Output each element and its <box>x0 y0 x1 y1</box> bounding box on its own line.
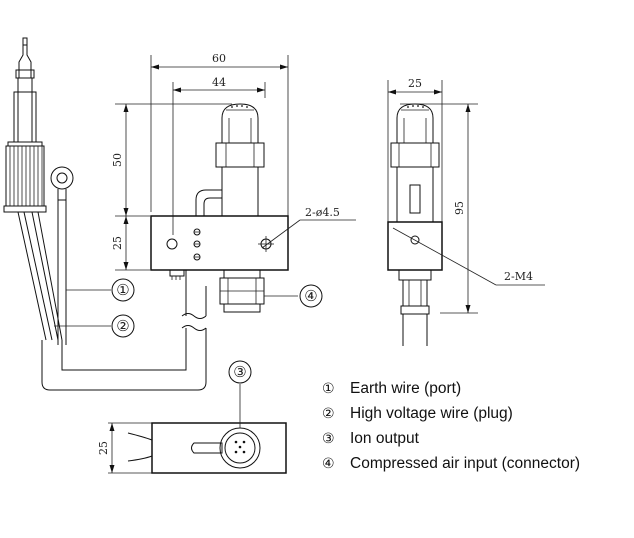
dim-height-50: 50 <box>111 153 124 167</box>
side-dim-height-95: 95 <box>453 201 466 215</box>
legend-item-3: ③ Ion output <box>322 430 420 447</box>
legend: ① Earth wire (port) ② High voltage wire … <box>322 380 580 472</box>
legend-item-2: ② High voltage wire (plug) <box>322 405 513 422</box>
callout-3-label: ③ <box>233 363 246 381</box>
front-view: 60 44 50 25 <box>111 52 356 313</box>
legend-num-4: ④ <box>322 456 335 472</box>
side-view: 25 95 2-M4 <box>387 77 545 346</box>
legend-text-4: Compressed air input (connector) <box>350 455 580 472</box>
callout-4-label: ④ <box>304 287 317 305</box>
legend-num-1: ① <box>322 381 335 397</box>
hole-label: 2-ø4.5 <box>305 206 340 219</box>
callout-2: ② <box>54 314 135 338</box>
dim-height-25-left: 25 <box>111 236 124 250</box>
side-dim-width-25: 25 <box>408 77 422 90</box>
callout-2-label: ② <box>116 317 129 335</box>
bottom-dim-height-25: 25 <box>97 441 110 455</box>
legend-text-3: Ion output <box>350 430 420 447</box>
legend-item-4: ④ Compressed air input (connector) <box>322 455 580 472</box>
thread-label: 2-M4 <box>504 270 533 283</box>
legend-num-2: ② <box>322 406 335 422</box>
cable-assembly <box>3 37 207 391</box>
legend-item-1: ① Earth wire (port) <box>322 380 461 397</box>
legend-num-3: ③ <box>322 431 335 447</box>
dim-width-44: 44 <box>212 76 226 89</box>
legend-text-2: High voltage wire (plug) <box>350 405 513 422</box>
callout-1-label: ① <box>116 281 129 299</box>
legend-text-1: Earth wire (port) <box>350 380 461 397</box>
callout-3: ③ <box>228 360 252 428</box>
callout-1: ① <box>66 278 135 302</box>
callout-4: ④ <box>264 284 323 308</box>
dim-width-60: 60 <box>212 52 226 65</box>
bottom-view: 25 <box>97 422 287 474</box>
